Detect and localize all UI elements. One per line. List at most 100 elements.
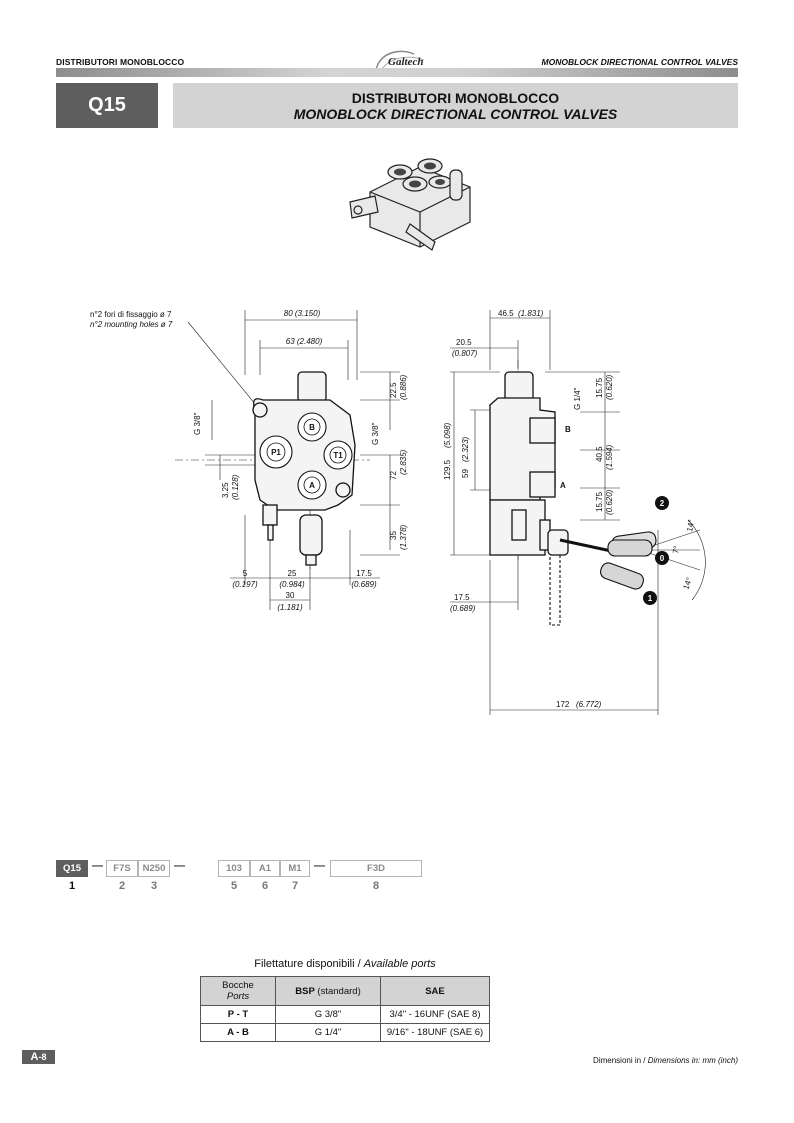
title-english: MONOBLOCK DIRECTIONAL CONTROL VALVES xyxy=(293,105,618,122)
dim-22-5: 22.5 xyxy=(389,382,398,398)
dims-en: Dimensions in: mm (inch) xyxy=(647,1056,738,1065)
dim-40-5: 40.5 xyxy=(595,446,604,462)
dim-172-in: (6.772) xyxy=(576,700,602,709)
oc-num-7: 7 xyxy=(291,880,299,892)
row-sae: 3/4" - 16UNF (SAE 8) xyxy=(380,1005,490,1024)
dim-20-5-in: (0.807) xyxy=(452,349,478,358)
dim-17-5: 17.5 xyxy=(356,569,372,578)
dim-63: 63 (2.480) xyxy=(286,337,323,346)
header-left-title: DISTRIBUTORI MONOBLOCCO xyxy=(56,57,185,67)
dimensions-note: Dimensioni in / Dimensions in: mm (inch) xyxy=(593,1056,738,1065)
row-bsp: G 3/8" xyxy=(275,1005,381,1024)
thread-right: G 3/8" xyxy=(371,422,380,445)
col-ports-header: Bocche Ports xyxy=(200,976,276,1006)
col-bsp-bold: BSP xyxy=(295,985,315,997)
dim-129-5: 129.5 xyxy=(443,459,452,480)
dim-35: 35 xyxy=(389,531,398,540)
dim-5-in: (0.197) xyxy=(232,580,258,589)
oc-box-2: F7S xyxy=(106,860,138,877)
row-sae: 9/16" - 18UNF (SAE 6) xyxy=(380,1023,490,1042)
dim-5: 5 xyxy=(243,569,248,578)
side-port-b: B xyxy=(565,425,571,434)
oc-box-1: Q15 xyxy=(56,860,88,877)
header-bar xyxy=(56,68,738,77)
side-thread: G 1/4" xyxy=(573,387,582,410)
dim-17-5-side-in: (0.689) xyxy=(450,604,476,613)
dim-72-in: (2.835) xyxy=(399,449,408,475)
oc-num-1: 1 xyxy=(68,880,76,892)
dim-40-5-in: (1.594) xyxy=(605,444,614,470)
dim-46-5: 46.5 xyxy=(498,309,514,318)
dims-sep: / xyxy=(641,1056,648,1065)
oc-num-2: 2 xyxy=(118,880,126,892)
oc-dash-2: — xyxy=(174,860,185,872)
row-port: A - B xyxy=(200,1023,276,1042)
dim-15-75-bot-in: (0.620) xyxy=(605,489,614,515)
dim-172: 172 xyxy=(556,700,570,709)
dim-129-5-in: (5.098) xyxy=(443,422,452,448)
note-english: n°2 mounting holes ø 7 xyxy=(90,320,173,329)
col-sae-label: SAE xyxy=(425,985,445,997)
oc-box-6: A1 xyxy=(250,860,280,877)
port-p1-label: P1 xyxy=(271,448,281,457)
dim-46-5-in: (1.831) xyxy=(518,309,544,318)
oc-num-6: 6 xyxy=(261,880,269,892)
ports-table: Bocche Ports BSP (standard) SAE P - T G … xyxy=(200,976,490,1042)
side-view-drawing: 2 0 1 B A 46.5 (1.831) 20.5 (0.807) 129.… xyxy=(443,309,706,715)
page-letter: A xyxy=(30,1051,39,1063)
valve-3d-image xyxy=(349,158,471,251)
page-num: -8 xyxy=(38,1052,47,1062)
dim-22-5-in: (0.886) xyxy=(399,374,408,400)
header-right-title: MONOBLOCK DIRECTIONAL CONTROL VALVES xyxy=(541,57,738,67)
dim-3-25-in: (0.128) xyxy=(231,474,240,500)
oc-dash-1: — xyxy=(92,860,103,872)
col-bsp-rest: (standard) xyxy=(314,985,361,997)
page-number: A-8 xyxy=(22,1050,55,1064)
port-b-label: B xyxy=(309,423,315,432)
col-sae-header: SAE xyxy=(380,976,490,1006)
port-t1-label: T1 xyxy=(333,451,343,460)
lever-pos-0: 0 xyxy=(660,554,665,563)
oc-num-8: 8 xyxy=(372,880,380,892)
thread-left: G 3/8" xyxy=(193,412,202,435)
dim-17-5-in: (0.689) xyxy=(351,580,377,589)
dim-3-25: 3.25 xyxy=(221,482,230,498)
angle-14-bot: 14° xyxy=(681,576,694,590)
lever-pos-1: 1 xyxy=(648,594,653,603)
dim-30-in: (1.181) xyxy=(277,603,303,612)
dim-25-in: (0.984) xyxy=(279,580,305,589)
dim-20-5: 20.5 xyxy=(456,338,472,347)
col-bsp-header: BSP (standard) xyxy=(275,976,381,1006)
dim-25: 25 xyxy=(288,569,297,578)
dim-15-75-top: 15.75 xyxy=(595,377,604,398)
angle-14-top: 14° xyxy=(685,519,696,532)
ports-title-en: Available ports xyxy=(363,958,436,970)
dim-80: 80 (3.150) xyxy=(284,309,321,318)
table-row: P - T G 3/8" 3/4" - 16UNF (SAE 8) xyxy=(200,1005,490,1024)
oc-box-5: 103 xyxy=(218,860,250,877)
col-ports-it: Bocche xyxy=(222,980,254,991)
front-view-drawing: B P1 T1 A n°2 fori di fissaggio ø 7 n°2 … xyxy=(90,309,408,612)
dims-it: Dimensioni in xyxy=(593,1056,642,1065)
row-port: P - T xyxy=(200,1005,276,1024)
ports-title-it: Filettature disponibili xyxy=(254,958,355,970)
oc-dash-3: — xyxy=(314,860,325,872)
table-row: A - B G 1/4" 9/16" - 18UNF (SAE 6) xyxy=(200,1023,490,1042)
galtech-logo-text: Galtech xyxy=(388,56,424,68)
oc-box-8: F3D xyxy=(330,860,422,877)
port-a-label: A xyxy=(309,481,315,490)
title-box: DISTRIBUTORI MONOBLOCCO MONOBLOCK DIRECT… xyxy=(173,83,738,128)
note-italian: n°2 fori di fissaggio ø 7 xyxy=(90,310,172,319)
oc-num-3: 3 xyxy=(150,880,158,892)
oc-box-7: M1 xyxy=(280,860,310,877)
product-code: Q15 xyxy=(56,83,158,128)
angle-7: 7° xyxy=(671,545,681,554)
ports-table-title: Filettature disponibili / Available port… xyxy=(200,958,490,970)
dim-15-75-top-in: (0.620) xyxy=(605,374,614,400)
dim-30: 30 xyxy=(286,591,295,600)
oc-num-5: 5 xyxy=(230,880,238,892)
lever-pos-2: 2 xyxy=(660,499,665,508)
dim-59: 59 xyxy=(461,469,470,478)
dim-59-in: (2.323) xyxy=(461,436,470,462)
dim-17-5-side: 17.5 xyxy=(454,593,470,602)
